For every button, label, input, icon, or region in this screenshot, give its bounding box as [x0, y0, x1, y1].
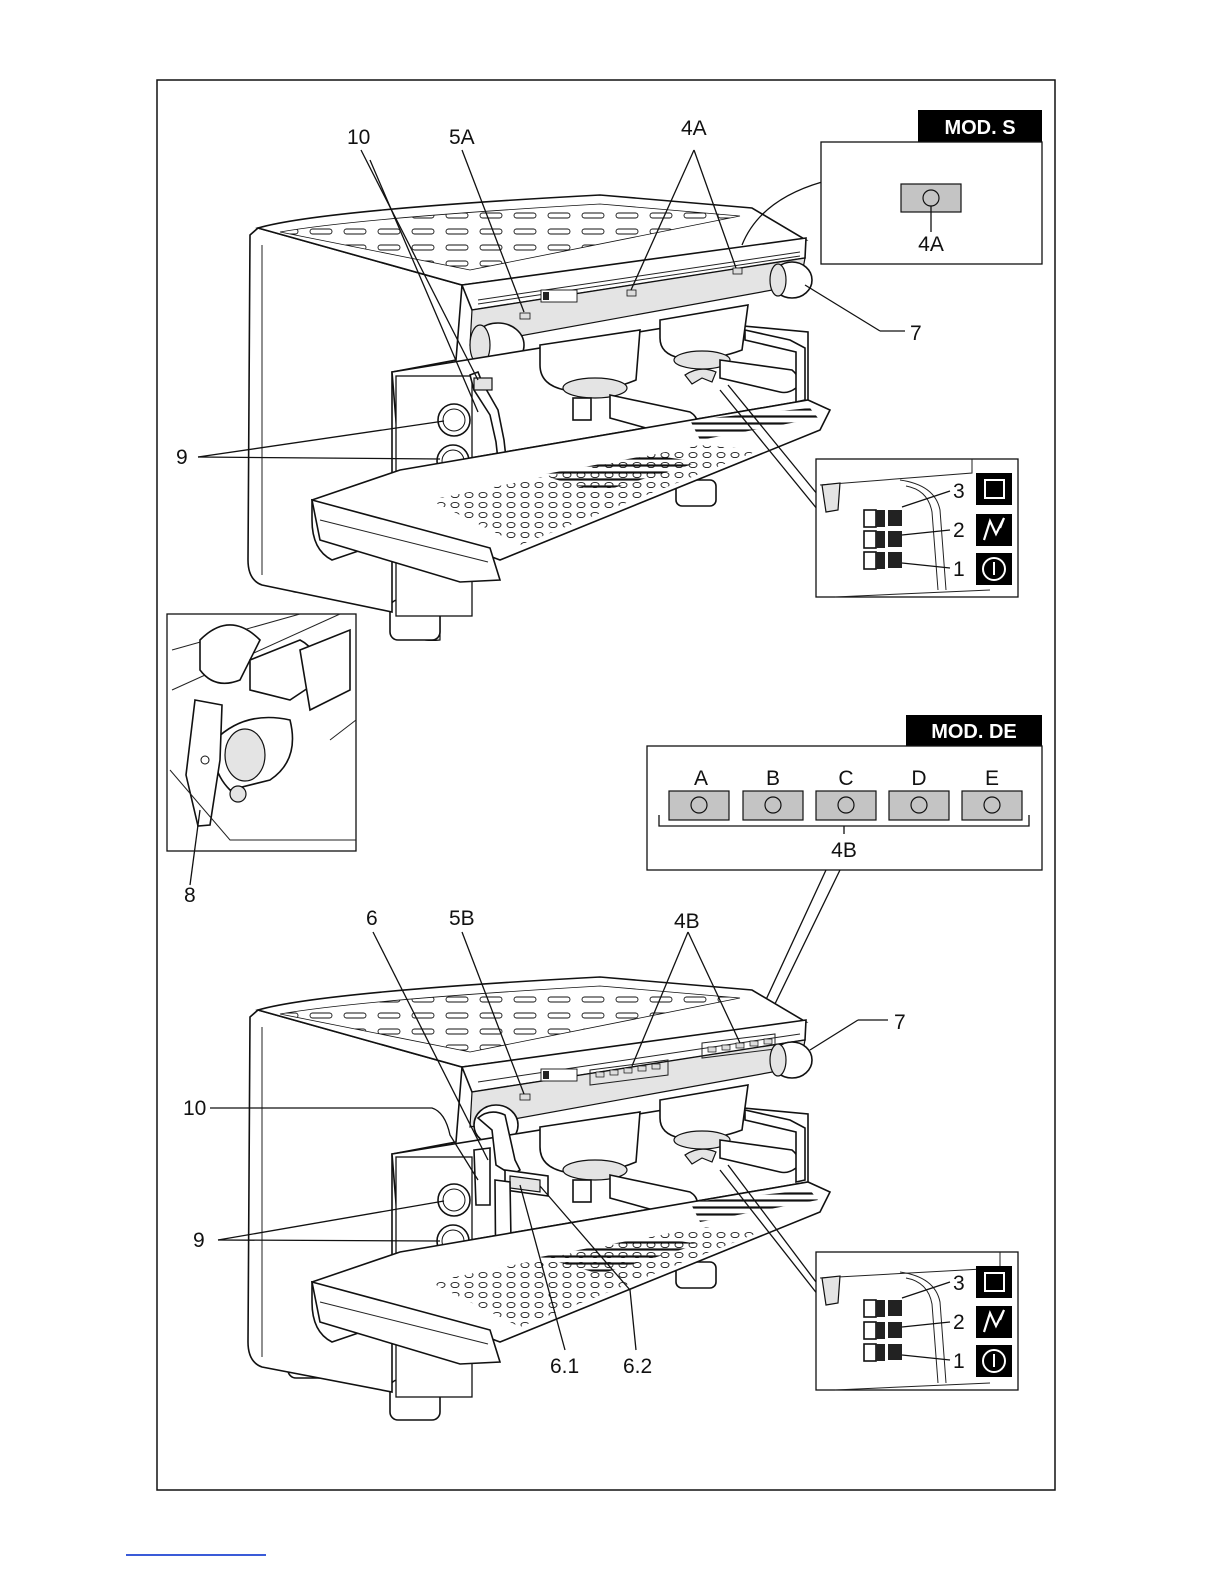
mod-de-label-d: D: [911, 767, 926, 790]
switch-bottom-label-3: 3: [953, 1272, 965, 1295]
mod-s-tag: MOD. S: [944, 117, 1015, 139]
label-10-bottom: 10: [183, 1097, 206, 1120]
label-5b: 5B: [449, 907, 475, 930]
mod-de-inset: MOD. DE A B C D E 4B: [647, 715, 1042, 870]
label-6-1: 6.1: [550, 1355, 579, 1378]
mod-de-label-c: C: [838, 767, 853, 790]
footer-underline: [126, 1554, 266, 1556]
switch-bottom-label-2: 2: [953, 1311, 965, 1334]
label-9-bottom: 9: [193, 1229, 205, 1252]
switch-panel-top: 3 2 1: [816, 459, 1018, 597]
label-5a: 5A: [449, 126, 475, 149]
label-6-2: 6.2: [623, 1355, 652, 1378]
switch-top-label-1: 1: [953, 558, 965, 581]
label-10-top: 10: [347, 126, 370, 149]
mod-de-label-a: A: [694, 767, 708, 790]
label-7-top: 7: [910, 322, 922, 345]
switch-bottom-label-1: 1: [953, 1350, 965, 1373]
label-4b: 4B: [674, 910, 700, 933]
tank-icon: [976, 473, 1012, 505]
mod-de-tag: MOD. DE: [931, 721, 1017, 743]
mod-de-group-label: 4B: [831, 839, 857, 862]
valve-detail-inset: [167, 614, 356, 885]
switch-panel-bottom: 3 2 1: [816, 1252, 1018, 1390]
switch-top-label-2: 2: [953, 519, 965, 542]
label-6: 6: [366, 907, 378, 930]
label-9-top: 9: [176, 446, 188, 469]
mod-de-label-b: B: [766, 767, 780, 790]
mod-s-inset: MOD. S 4A: [821, 110, 1042, 264]
label-7-bottom: 7: [894, 1011, 906, 1034]
label-4a: 4A: [681, 117, 707, 140]
mod-de-label-e: E: [985, 767, 999, 790]
label-8: 8: [184, 884, 196, 907]
mod-s-button-label: 4A: [918, 233, 944, 256]
switch-top-label-3: 3: [953, 480, 965, 503]
tank-icon: [976, 1266, 1012, 1298]
